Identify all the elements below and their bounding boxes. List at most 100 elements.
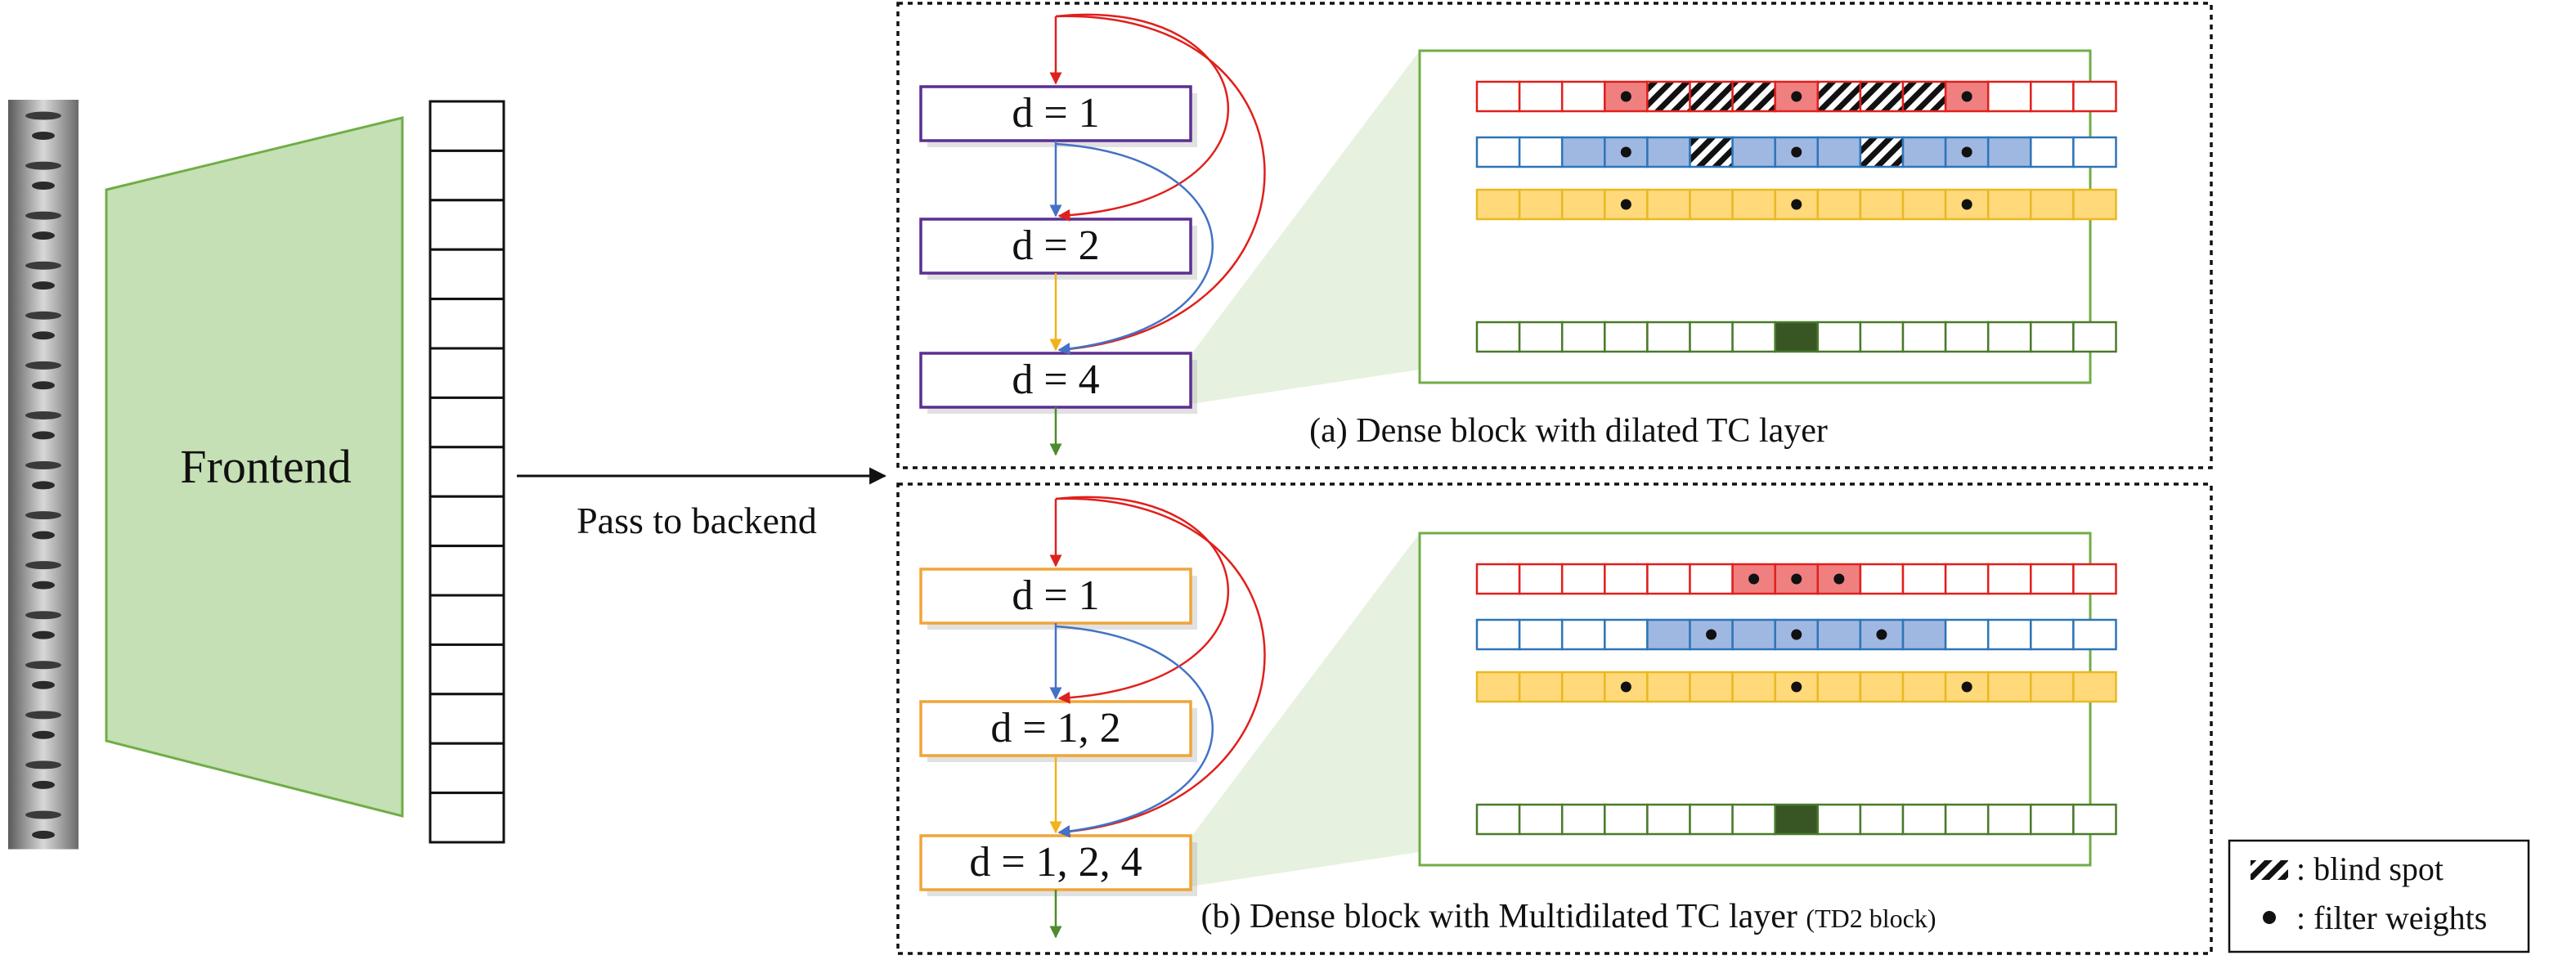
filter-weight — [1791, 199, 1802, 210]
filter-weight — [1961, 199, 1972, 210]
output-cell — [1604, 321, 1649, 353]
tc-cell — [1901, 80, 1947, 113]
face-feature — [25, 711, 61, 720]
face-frame — [8, 200, 79, 250]
legend-filter-weights: : filter weights — [2296, 899, 2487, 936]
zoom-projection — [1191, 51, 1420, 404]
output-cell — [1731, 803, 1776, 836]
tc-cell — [1859, 563, 1905, 595]
tc-cell — [2030, 136, 2075, 168]
tc-cell — [1560, 80, 1606, 113]
tc-cell — [1646, 80, 1691, 113]
output-cell — [1774, 321, 1820, 353]
sequence-cell — [429, 298, 505, 350]
filter-weight — [1791, 681, 1802, 693]
face-frame — [8, 499, 79, 550]
panel-a-frame — [896, 2, 2213, 469]
tc-cell — [2072, 136, 2117, 168]
legend-blind-spot: : blind spot — [2296, 850, 2444, 887]
sequence-cell — [429, 199, 505, 251]
sequence-cell — [429, 248, 505, 301]
tc-cell — [1560, 188, 1606, 221]
output-cell — [1986, 803, 2032, 836]
tc-cell — [2030, 188, 2075, 221]
face-frame — [8, 599, 79, 650]
layer-label: d = 1 — [1012, 572, 1099, 619]
layer-box — [919, 85, 1192, 142]
face-mouth — [32, 481, 55, 490]
face-frame — [8, 399, 79, 450]
tc-cell — [2072, 618, 2117, 651]
panel-b-caption: (b) Dense block with Multidilated TC lay… — [1201, 898, 1936, 935]
zoom-projection — [1191, 533, 1420, 886]
pass-label: Pass to backend — [577, 500, 817, 541]
sequence-cell — [429, 742, 505, 795]
output-cell — [1944, 803, 1990, 836]
tc-cell — [1859, 188, 1905, 221]
filter-weight — [1961, 681, 1972, 693]
face-frame — [8, 798, 79, 850]
filter-weight — [1791, 146, 1802, 158]
frontend-label: Frontend — [180, 440, 351, 493]
skip-arc-red-long — [1055, 497, 1266, 838]
sequence-cell — [429, 495, 505, 548]
tc-cell — [1816, 188, 1862, 221]
tc-cell — [1604, 618, 1649, 651]
layer-box — [919, 218, 1192, 275]
output-cell — [1560, 321, 1606, 353]
tc-cell — [2072, 188, 2117, 221]
filter-weight — [1620, 681, 1631, 693]
output-cell — [1475, 803, 1521, 836]
output-cell — [1731, 321, 1776, 353]
tc-cell — [1689, 80, 1734, 113]
face-mouth — [32, 431, 55, 440]
output-cell — [2030, 803, 2075, 836]
output-cell — [1475, 321, 1521, 353]
tc-cell — [1944, 618, 1990, 651]
output-cell — [1518, 803, 1564, 836]
panel-b: d = 1d = 1, 2d = 1, 2, 4 — [919, 496, 2117, 939]
layer-label: d = 2 — [1012, 222, 1099, 269]
tc-cell — [2030, 563, 2075, 595]
filter-weight — [1791, 573, 1802, 585]
face-frame — [8, 100, 79, 150]
face-feature — [25, 661, 61, 670]
face-mouth — [32, 331, 55, 340]
tc-cell — [1560, 618, 1606, 651]
face-feature — [25, 461, 61, 470]
output-cell — [2072, 321, 2117, 353]
output-cell — [1816, 803, 1862, 836]
output-cell — [1859, 321, 1905, 353]
output-cell — [1518, 321, 1564, 353]
tc-cell — [1646, 618, 1691, 651]
face-mouth — [32, 680, 55, 689]
sequence-cell — [429, 643, 505, 696]
tc-cell — [1901, 136, 1947, 168]
output-cell — [1604, 803, 1649, 836]
skip-arc-red-short — [1055, 496, 1230, 704]
output-cell — [1859, 803, 1905, 836]
face-feature — [25, 511, 61, 520]
filter-weight — [1620, 146, 1631, 158]
tc-cell — [1518, 80, 1564, 113]
face-mouth — [32, 131, 55, 140]
output-cell — [1560, 803, 1606, 836]
tc-cell — [1986, 618, 2032, 651]
tc-cell — [1475, 136, 1521, 168]
face-mouth — [32, 830, 55, 839]
tc-cell — [1518, 671, 1564, 703]
skip-arc-blue — [1055, 625, 1214, 838]
tc-cell — [2072, 671, 2117, 703]
face-feature — [25, 211, 61, 220]
tc-cell — [2030, 80, 2075, 113]
face-frame — [8, 449, 79, 500]
tc-cell — [1475, 563, 1521, 595]
output-cell — [1901, 321, 1947, 353]
layer-label: d = 1, 2 — [990, 705, 1120, 751]
output-cell — [1986, 321, 2032, 353]
tc-cell — [1731, 136, 1776, 168]
tc-cell — [1560, 563, 1606, 595]
face-feature — [25, 410, 61, 419]
tc-cell — [1986, 671, 2032, 703]
face-frame — [8, 648, 79, 700]
